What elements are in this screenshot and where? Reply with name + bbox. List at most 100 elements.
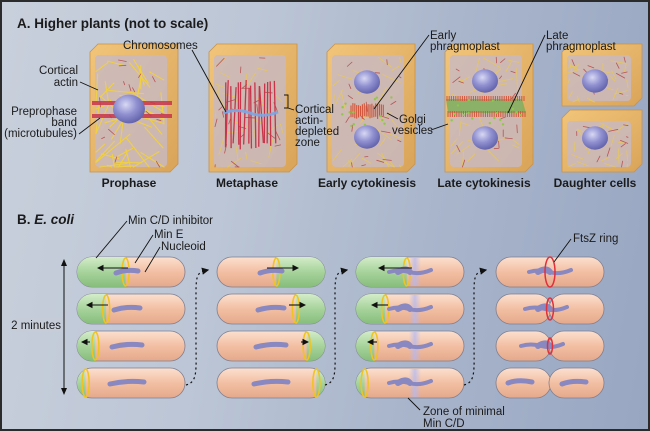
fiber: [497, 83, 508, 86]
fiber: [275, 94, 283, 102]
label-min-cd-inhibitor: Min C/D inhibitor: [95, 215, 213, 259]
min-e-ring: [302, 331, 311, 361]
fiber: [512, 144, 520, 149]
fiber: [334, 89, 343, 106]
nucleoid: [395, 377, 413, 386]
min-cd-region: [316, 368, 325, 398]
fiber: [505, 61, 512, 72]
cell-prophase: [89, 43, 179, 173]
fiber: [332, 79, 340, 87]
golgi-vesicle: [471, 117, 474, 120]
stage-label-daughter-cells: Daughter cells: [554, 176, 637, 190]
nucleoid: [535, 266, 553, 275]
sequence-connector: [185, 267, 210, 386]
fiber: [601, 156, 611, 162]
min-e-ring: [91, 331, 100, 361]
fiber: [615, 62, 620, 69]
fiber: [512, 139, 520, 145]
nucleoid: [253, 341, 289, 350]
fiber: [348, 160, 355, 168]
fiber: [114, 156, 118, 163]
fiber: [568, 91, 573, 98]
cell-daughter-top: [561, 43, 643, 107]
fiber: [382, 159, 392, 161]
fiber: [246, 73, 248, 85]
svg-text:Min C/D inhibitor: Min C/D inhibitor: [128, 215, 213, 227]
fiber: [466, 153, 476, 163]
golgi-vesicle: [352, 111, 355, 114]
fiber: [625, 136, 629, 138]
fiber: [106, 60, 125, 66]
nucleus: [354, 70, 380, 94]
fiber: [391, 65, 400, 71]
fiber: [347, 95, 353, 99]
bacterium-col1-row4: [76, 367, 186, 399]
leader-line: [407, 397, 421, 411]
nucleus: [354, 125, 380, 149]
fiber: [228, 118, 231, 125]
fiber: [348, 83, 352, 89]
min-e-ring: [370, 331, 379, 361]
fiber: [245, 151, 248, 160]
fiber: [391, 119, 398, 128]
leader-line: [144, 246, 161, 273]
fiber: [361, 113, 372, 123]
panel-b-title: B. E. coli: [17, 212, 74, 227]
bacterium-col4-row1: [495, 256, 605, 288]
fiber: [608, 129, 619, 132]
fiber: [461, 122, 470, 126]
nucleoid: [251, 378, 291, 387]
fiber: [220, 72, 231, 78]
fiber: [95, 61, 109, 72]
fiber: [398, 76, 402, 79]
fiber: [118, 59, 127, 62]
fiber: [108, 89, 145, 95]
nucleoid: [395, 303, 413, 312]
svg-text:Golgi: Golgi: [399, 114, 426, 126]
fiber: [611, 70, 617, 80]
nucleoid: [559, 378, 589, 387]
fiber: [221, 111, 225, 118]
fiber: [617, 122, 629, 131]
fiber: [140, 152, 165, 168]
min-e-ring: [312, 368, 321, 398]
fiber: [337, 74, 354, 80]
svg-text:Cortical: Cortical: [39, 65, 78, 77]
fiber: [113, 147, 134, 159]
min-cd-region: [306, 331, 325, 361]
min-cd-region: [295, 294, 325, 324]
fiber: [332, 149, 342, 161]
fiber: [610, 76, 616, 82]
fiber: [138, 73, 142, 78]
fiber: [500, 116, 506, 120]
svg-text:(microtubules): (microtubules): [4, 128, 77, 140]
fiber: [458, 120, 462, 137]
golgi-vesicle: [462, 113, 465, 117]
fiber: [128, 84, 132, 92]
fiber: [567, 69, 580, 74]
svg-text:zone: zone: [295, 137, 320, 149]
golgi-vesicle: [344, 102, 347, 105]
min-cd-region: [77, 331, 96, 361]
fiber: [214, 118, 218, 128]
golgi-vesicle: [488, 121, 492, 125]
cell-late-cytokinesis: [444, 43, 534, 173]
golgi-vesicle: [467, 111, 470, 115]
fiber: [487, 149, 499, 162]
bacterium-col2-row2: [216, 293, 326, 325]
min-e-ring: [360, 368, 369, 398]
fiber: [361, 164, 366, 167]
bacterium-col4-row3: [495, 330, 605, 362]
nucleus: [582, 126, 608, 150]
fiber: [572, 98, 580, 103]
min-e-ring: [81, 368, 90, 398]
golgi-vesicle: [383, 122, 386, 125]
fiber: [623, 124, 629, 126]
stage-label-early-cytokinesis: Early cytokinesis: [318, 176, 416, 190]
fiber: [345, 116, 350, 123]
fiber: [572, 72, 581, 77]
svg-text:actin: actin: [54, 77, 78, 89]
ftsz-ring: [544, 256, 556, 288]
cell-daughter-bottom: [561, 109, 643, 173]
